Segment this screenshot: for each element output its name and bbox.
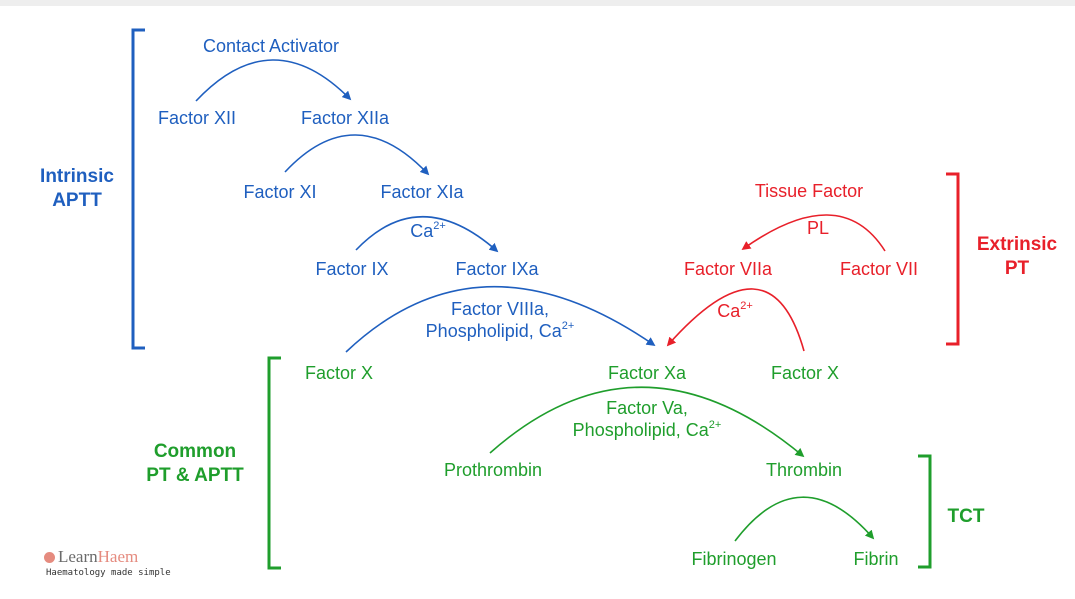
- intrinsic-title-line1: Intrinsic: [40, 166, 114, 187]
- common-title-line1: Common: [153, 441, 237, 462]
- intrinsic-calcium-charge: 2+: [433, 220, 446, 232]
- label-intrinsic-calcium: Ca2+: [410, 220, 446, 242]
- common-bracket: [267, 356, 281, 570]
- arrow-vii-to-viia: [741, 214, 886, 252]
- arrow-fibrinogen-to-fibrin: [734, 496, 875, 542]
- label-intrinsic-cofactors: Factor VIIIa, Phospholipid, Ca2+: [426, 298, 575, 342]
- label-factor-x-left: Factor X: [304, 363, 374, 383]
- intrinsic-bracket: [131, 28, 145, 350]
- label-factor-viia: Factor VIIa: [683, 259, 773, 279]
- label-thrombin: Thrombin: [765, 460, 843, 480]
- label-prothrombin: Prothrombin: [443, 460, 543, 480]
- intrinsic-title-line2: APTT: [52, 190, 102, 211]
- extrinsic-title-line2: PT: [1004, 258, 1030, 279]
- arrow-xi-to-xia: [284, 134, 430, 176]
- arrow-prothrombin-to-thrombin: [489, 386, 805, 458]
- intrinsic-title: Intrinsic APTT: [40, 165, 114, 213]
- intrinsic-cofactor-line2-base: Phospholipid, Ca: [425, 321, 562, 341]
- label-factor-xii: Factor XII: [157, 108, 237, 128]
- label-factor-xia: Factor XIa: [380, 182, 464, 202]
- arrow-x-to-xa-intrinsic: [345, 285, 656, 353]
- extrinsic-calcium-charge: 2+: [740, 300, 753, 312]
- intrinsic-cofactor-line2: Phospholipid, Ca2+: [426, 320, 575, 342]
- intrinsic-cofactor-line2-charge: 2+: [561, 320, 575, 332]
- label-contact-activator: Contact Activator: [202, 36, 340, 56]
- label-fibrin: Fibrin: [853, 549, 899, 569]
- tct-bracket: [918, 454, 932, 569]
- common-title-line2: PT & APTT: [146, 465, 244, 486]
- label-factor-x-right: Factor X: [770, 363, 840, 383]
- extrinsic-title: Extrinsic PT: [977, 233, 1057, 281]
- top-border: [0, 0, 1075, 6]
- extrinsic-calcium-base: Ca: [717, 301, 741, 321]
- extrinsic-title-line1: Extrinsic: [976, 234, 1058, 255]
- common-cofactor-line2-charge: 2+: [708, 419, 722, 431]
- logo-tagline: Haematology made simple: [46, 568, 171, 578]
- common-cofactor-line2-base: Phospholipid, Ca: [572, 420, 709, 440]
- label-extrinsic-calcium: Ca2+: [717, 300, 753, 322]
- logo-name-part2: Haem: [97, 547, 139, 566]
- label-factor-vii: Factor VII: [839, 259, 919, 279]
- arrow-ix-to-ixa: [355, 215, 499, 253]
- label-tissue-factor: Tissue Factor: [754, 181, 864, 201]
- tct-title: TCT: [947, 506, 985, 527]
- label-pl: PL: [806, 218, 830, 238]
- label-factor-xa: Factor Xa: [607, 363, 687, 383]
- logo-dot-icon: [44, 551, 55, 563]
- label-fibrinogen: Fibrinogen: [691, 549, 777, 569]
- logo-name-part1: Learn: [58, 547, 98, 566]
- extrinsic-bracket: [946, 172, 960, 346]
- intrinsic-calcium-base: Ca: [410, 221, 434, 241]
- arrow-xii-to-xiia: [195, 59, 352, 102]
- common-cofactor-line2: Phospholipid, Ca2+: [573, 419, 722, 441]
- intrinsic-cofactor-line1: Factor VIIIa,: [450, 299, 550, 319]
- label-common-cofactors: Factor Va, Phospholipid, Ca2+: [573, 397, 722, 441]
- common-cofactor-line1: Factor Va,: [606, 398, 688, 418]
- label-factor-ix: Factor IX: [315, 259, 389, 279]
- label-factor-ixa: Factor IXa: [455, 259, 539, 279]
- arrow-x-to-xa-extrinsic: [666, 288, 805, 352]
- common-title: Common PT & APTT: [146, 440, 243, 488]
- label-factor-xi: Factor XI: [243, 182, 317, 202]
- label-factor-xiia: Factor XIIa: [300, 108, 390, 128]
